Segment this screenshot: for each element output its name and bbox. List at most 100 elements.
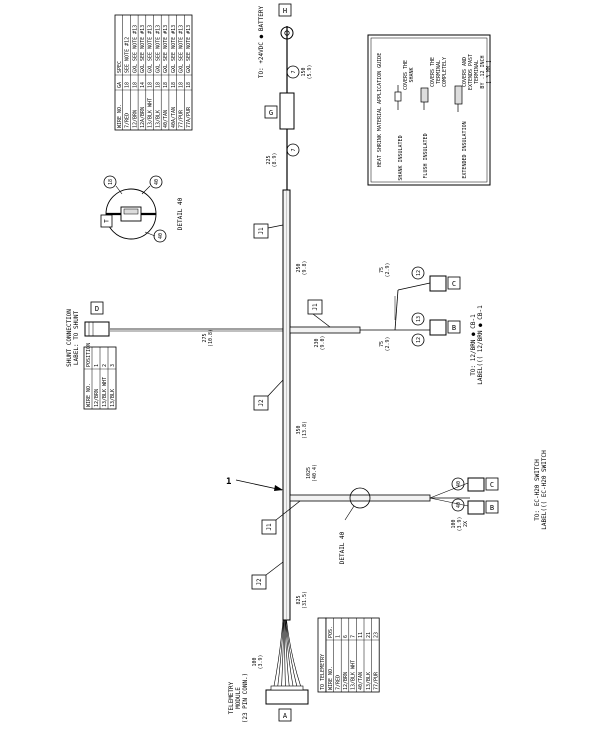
hs-row3-note-2: EXTENDS PAST	[468, 54, 474, 90]
spec-cell-r4-c2: GXL SEE NOTE #13	[148, 25, 154, 73]
dim-275-mm: (10.8)	[208, 329, 214, 347]
wire-tag-18: 18	[108, 179, 114, 185]
spec-cell-r4-c1: 18	[148, 82, 154, 88]
connector-d-box	[90, 301, 104, 315]
spec-cell-r0-c0: WIRE NO.	[117, 104, 123, 128]
detail-40-title: DETAIL 40	[177, 197, 184, 230]
dim-75-a: 75	[379, 267, 385, 273]
spec-cell-r8-c1: 18	[178, 82, 184, 88]
wire-tag-40b: 40	[456, 481, 462, 487]
telemetry-cell-r0-c0: WIRE NO.	[328, 666, 334, 690]
dim-350-mm: (13.8)	[302, 421, 308, 439]
spec-cell-r8-c2: GXL SEE NOTE #13	[178, 25, 184, 73]
spec-cell-r3-c2: GXL SEE NOTE #13	[140, 25, 146, 73]
dim-100-b-2x: 2X	[463, 521, 469, 527]
shunt-cell-r1-c0: 12/BRN	[94, 389, 100, 407]
wire-tag-40d: 40	[158, 233, 164, 239]
shunt-cell-r2-c1: 2	[102, 364, 108, 367]
jacket-j1-low	[261, 519, 277, 535]
fanout-wire	[285, 619, 294, 687]
connector-d-letter: D	[95, 305, 99, 313]
jacket-j1-mid-label: J1	[312, 303, 319, 311]
heat-shrink-title: HEAT SHRINK MATERIAL APPLICATION GUIDE	[377, 53, 383, 167]
telemetry-cell-r0-c1: POS.	[328, 626, 334, 638]
spec-cell-r8-c0: 77/PUR	[178, 109, 184, 128]
cb1-label-1: TO: 12/BRN ● CB-1	[470, 314, 477, 376]
spec-cell-r1-c0: 7/RED	[125, 113, 131, 128]
wire-tag-13: 13	[416, 316, 422, 322]
telemetry-cell-r5-c0: 13/BLK	[366, 672, 372, 690]
wire-tag-7-mid: 7	[291, 148, 297, 151]
connector-b2-box	[485, 500, 499, 514]
wire-tag-40c: 40	[154, 179, 160, 185]
dim-250: 250	[296, 263, 302, 272]
hs-row3-note-1: COVERS AND	[462, 57, 468, 87]
telemetry-cell-r4-c0: 40/TAN	[358, 672, 364, 690]
spec-cell-r6-c2: GXL SEE NOTE #13	[163, 25, 169, 73]
shunt-label-2: LABEL: TO SHUNT	[73, 311, 80, 366]
hs-row2-note-2: TERMINAL	[436, 60, 442, 84]
connector-h-letter: H	[283, 7, 287, 15]
spec-cell-r1-c1: 18	[125, 82, 131, 88]
detail-40-reference: DETAIL 40	[339, 531, 346, 564]
hs-row1-note-1: COVERS THE	[403, 60, 409, 90]
telemetry-label-1: TELEMETRY	[228, 681, 235, 714]
connector-a-box	[278, 708, 292, 722]
spec-cell-r3-c1: 14	[140, 82, 146, 88]
connector-g-box	[264, 105, 278, 119]
dim-100-a-mm: (3.9)	[258, 654, 264, 669]
dim-75-a-mm: (2.9)	[385, 262, 391, 277]
hs-row3-label: EXTENDED INSULATION	[462, 121, 468, 178]
dim-825: 825	[296, 595, 302, 604]
jacket-j2-lower-label: J2	[256, 578, 263, 586]
telemetry-cell-r4-c1: 11	[358, 632, 364, 638]
dim-350: 350	[296, 425, 302, 434]
jacket-j1-mid	[307, 299, 323, 315]
shunt-branch	[84, 321, 283, 337]
hs-row3-note-4: BY .12 INCH	[480, 55, 486, 88]
fanout-wire	[284, 619, 290, 687]
spec-cell-r0-c1: GA	[117, 82, 123, 88]
spec-cell-r7-c0: 40A/TAN	[171, 107, 177, 128]
jacket-j1-top	[253, 223, 269, 239]
dim-1025-mm: (40.4)	[312, 464, 318, 482]
wire-tag-12b: 12	[416, 270, 422, 276]
item-1-arrowhead	[274, 485, 283, 491]
telemetry-cell-r6-c1: 23	[373, 632, 379, 638]
spec-cell-r7-c1: 18	[171, 82, 177, 88]
dim-225-mm: (8.9)	[272, 152, 278, 167]
wire-tag-40a: 40	[456, 502, 462, 508]
spec-cell-r5-c0: 13/BLK	[155, 110, 161, 128]
fanout-wire	[286, 619, 301, 687]
telemetry-table-title: TO TELEMETRY	[320, 654, 326, 690]
dim-250-mm: (9.8)	[302, 260, 308, 275]
connector-c1-letter: C	[452, 280, 456, 288]
detail-40-view	[100, 175, 167, 243]
spec-cell-r7-c2: GXL SEE NOTE #13	[171, 25, 177, 73]
spec-cell-r6-c1: 18	[163, 82, 169, 88]
connector-a-letter: A	[283, 712, 288, 720]
spec-cell-r9-c1: 18	[186, 82, 192, 88]
connector-c2-box	[485, 477, 499, 491]
telemetry-cell-r5-c1: 21	[366, 632, 372, 638]
shunt-cell-r0-c1: POSITION	[86, 343, 92, 367]
telemetry-cell-r3-c0: 13/BLK WHT	[351, 660, 357, 690]
hs-row1-note-2: SHANK	[409, 67, 415, 82]
spec-cell-r4-c0: 13/BLK WHT	[148, 98, 154, 128]
fanout-wire	[284, 619, 286, 687]
detail-t-label: T	[104, 219, 111, 223]
shunt-cell-r3-c1: 3	[110, 364, 116, 367]
battery-branch	[279, 26, 300, 157]
telemetry-cell-r1-c0: 7/RED	[335, 675, 341, 690]
spec-cell-r6-c0: 40/TAN	[163, 110, 169, 128]
telemetry-cell-r2-c0: 12/BRN	[343, 672, 349, 690]
jacket-j2-upper-label: J2	[258, 399, 265, 407]
heat-shrink-guide: HEAT SHRINK MATERIAL APPLICATION GUIDE S…	[367, 34, 492, 186]
telemetry-cell-r1-c1: 1	[335, 635, 341, 638]
cb1-label-2: LABEL((( 12/BRN ● CB-1	[477, 305, 484, 385]
shunt-cell-r0-c0: WIRE NO.	[86, 383, 92, 407]
